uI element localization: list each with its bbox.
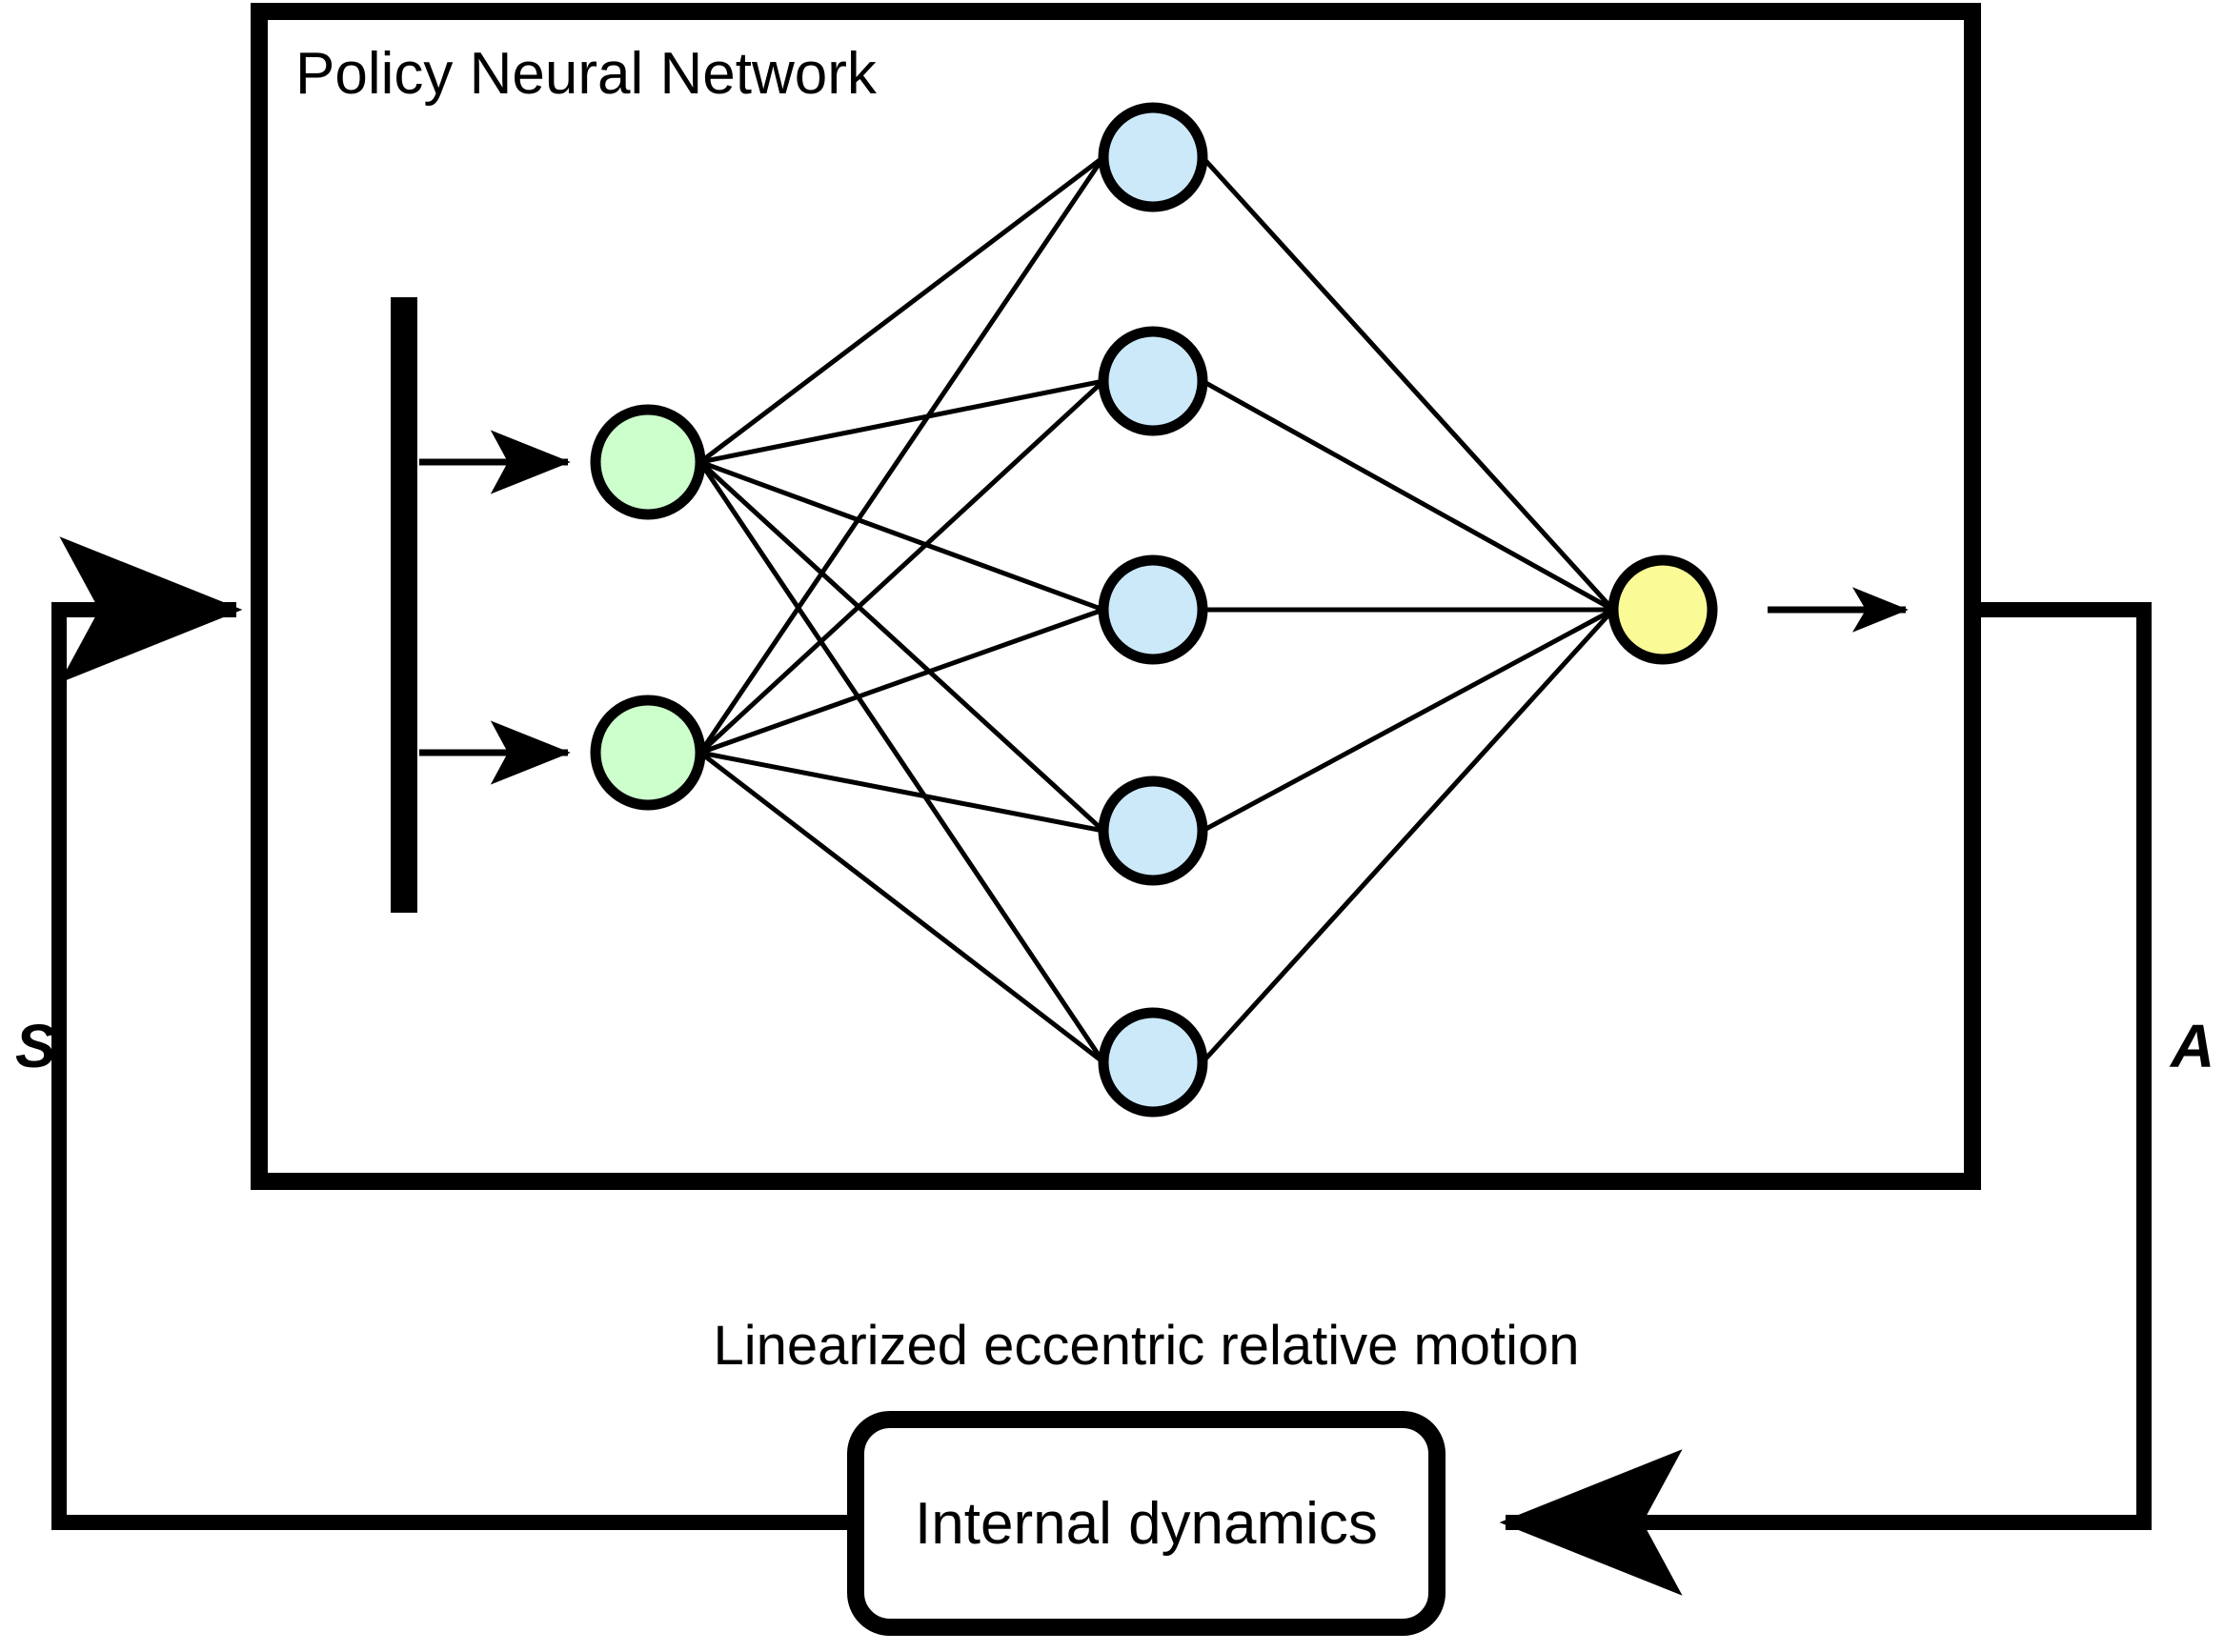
hidden-node-4[interactable] [1098,776,1208,886]
policy-network-frame [251,3,1981,1190]
edge-in1-h1 [698,155,1105,464]
edges-hidden-to-output [1201,155,1615,1064]
edge-h1-out [1201,155,1615,612]
edge-in1-h5 [698,460,1106,1064]
action-feedback-path [1499,602,2152,1596]
feedback-loop [51,536,2152,1596]
state-feedback-path [51,536,856,1530]
hidden-node-2[interactable] [1098,326,1208,436]
hidden-node-3[interactable] [1098,554,1208,665]
input-node-1[interactable] [590,404,706,520]
internal-dynamics-label: Internal dynamics [915,1491,1378,1557]
output-node-1[interactable] [1607,554,1718,665]
edges-input-to-hidden [698,155,1106,1064]
input-node-2[interactable] [590,695,706,811]
state-signal-label: S [15,1012,56,1080]
input-layer [590,404,706,811]
output-layer [1607,554,1718,665]
hidden-layer [1098,102,1208,1118]
edge-h5-out [1201,608,1615,1064]
edge-in2-h1 [698,155,1106,755]
hidden-node-5[interactable] [1098,1007,1208,1118]
edge-h2-out [1201,378,1615,613]
dynamics-caption: Linearized eccentric relative motion [713,1315,1579,1377]
edge-in2-h2 [698,379,1105,755]
internal-dynamics-box[interactable] [847,1411,1446,1636]
action-signal-label: A [2169,1012,2214,1080]
edge-in2-h4 [699,750,1104,834]
edge-in2-h3 [699,607,1104,755]
page-title: Policy Neural Network [295,41,878,107]
edge-in1-h4 [698,460,1105,833]
edge-h4-out [1201,607,1615,834]
hidden-node-1[interactable] [1098,102,1208,212]
input-state-bar [391,297,417,913]
edge-in2-h5 [698,751,1105,1064]
edge-in1-h3 [699,459,1104,613]
edge-in1-h2 [699,378,1104,465]
